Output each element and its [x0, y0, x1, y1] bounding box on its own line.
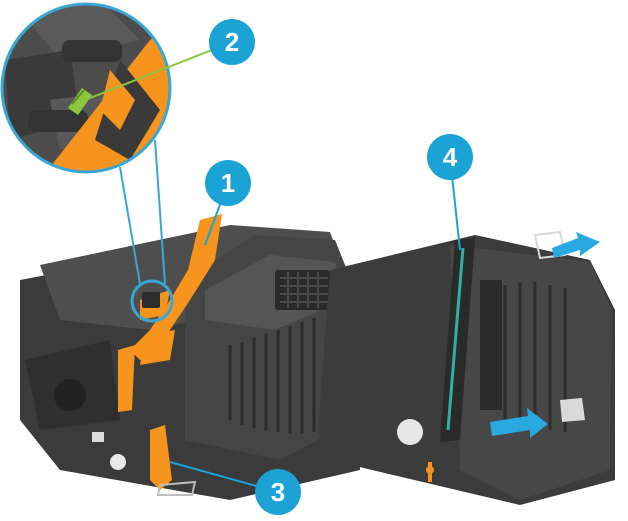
green-tab [68, 88, 92, 115]
callout-3: 3 [169, 461, 301, 515]
callout-badge [209, 19, 255, 65]
slide-arrow-bottom [490, 408, 548, 438]
orange-pull-tab [150, 425, 172, 490]
callout-leader-line [84, 41, 233, 101]
callout-4: 4 [427, 134, 473, 251]
slide-arrow-top [552, 232, 600, 258]
detail-highlight-ring [130, 279, 174, 323]
callout-number: 4 [443, 142, 458, 172]
orange-sealing-strip [130, 214, 222, 360]
left-toner-cartridge [20, 214, 360, 500]
callout-badge [255, 469, 301, 515]
imaging-drum [446, 247, 465, 431]
grip-texture [275, 270, 330, 310]
callout-badge [205, 160, 251, 206]
zoom-inset [0, 2, 172, 174]
callout-2: 2 [84, 19, 255, 101]
zoom-leader-line [119, 166, 141, 285]
callout-number: 1 [221, 168, 235, 198]
callout-number: 2 [225, 27, 239, 57]
callout-badge [427, 134, 473, 180]
zoom-leader-line [154, 139, 166, 285]
right-toner-cartridge [318, 230, 615, 505]
callout-1: 1 [204, 160, 251, 246]
callout-number: 3 [271, 477, 285, 507]
